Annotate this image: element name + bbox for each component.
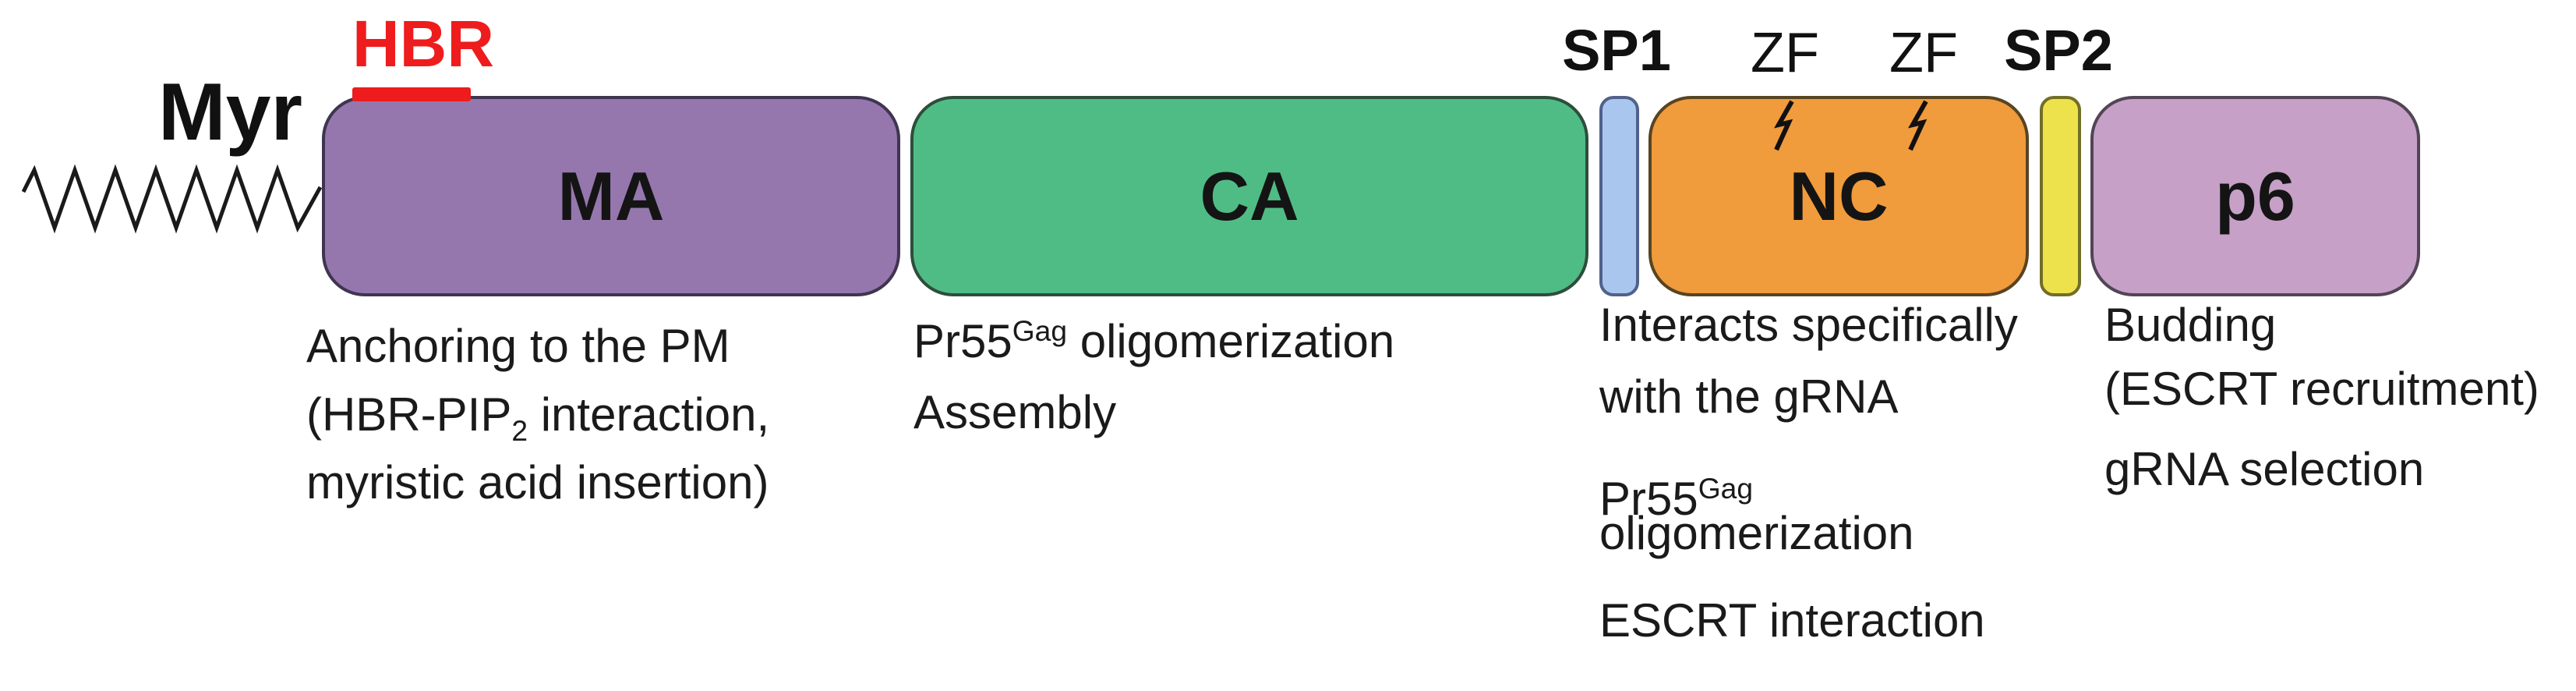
nc-annotation-gag-superscript: Gag: [1698, 472, 1754, 505]
ca-annotation-line-1: Pr55Gag oligomerization: [913, 306, 1394, 367]
domain-box-ma: MA: [322, 96, 900, 296]
nc-annotation-line-3: Pr55Gag: [1599, 463, 1753, 524]
nc-annotation-line-5: ESCRT interaction: [1599, 594, 1985, 647]
ma-annotation-line-2-pre: (HBR-PIP: [306, 388, 512, 441]
ma-annotation-line-2: (HBR-PIP2 interaction,: [306, 390, 769, 455]
domain-box-nc: NC: [1648, 96, 2029, 296]
domain-label-ca: CA: [1200, 157, 1299, 235]
ca-annotation-gag-superscript: Gag: [1012, 314, 1068, 347]
ca-annotation-pr55: Pr55: [913, 315, 1012, 367]
ca-annotation-oligomerization: oligomerization: [1067, 315, 1395, 367]
nc-annotation-line-2: with the gRNA: [1599, 370, 1899, 423]
ma-annotation-line-2-post: interaction,: [528, 388, 770, 441]
ma-annotation-line-2-subscript: 2: [511, 414, 528, 447]
domain-label-p6: p6: [2215, 157, 2295, 235]
zinc-finger-label-2: ZF: [1889, 22, 1958, 84]
ca-annotation-line-2: Assembly: [913, 386, 1117, 438]
hbr-label: HBR: [352, 7, 494, 80]
sp1-label: SP1: [1562, 18, 1671, 83]
sp2-label: SP2: [2004, 18, 2113, 83]
p6-annotation-line-2: (ESCRT recruitment): [2104, 363, 2539, 415]
myr-label: Myr: [158, 67, 302, 158]
domain-box-sp2: [2040, 96, 2081, 296]
ma-annotation-line-3: myristic acid insertion): [306, 456, 769, 509]
lightning-bolt-icon-2: [1908, 100, 1928, 151]
myristic-acid-zigzag: [22, 164, 322, 234]
domain-label-nc: NC: [1789, 157, 1889, 235]
hbr-region-bar: [352, 87, 471, 101]
lightning-bolt-icon-1: [1774, 100, 1794, 151]
nc-annotation-line-4: oligomerization: [1599, 507, 1914, 559]
p6-annotation-line-1: Budding: [2104, 299, 2277, 351]
nc-annotation-pr55: Pr55: [1599, 473, 1698, 525]
ma-annotation-line-1: Anchoring to the PM: [306, 320, 730, 372]
zinc-finger-label-1: ZF: [1751, 22, 1819, 84]
domain-label-ma: MA: [557, 157, 665, 235]
domain-box-ca: CA: [910, 96, 1588, 296]
p6-annotation-line-3: gRNA selection: [2104, 443, 2425, 495]
nc-annotation-line-1: Interacts specifically: [1599, 299, 2018, 351]
domain-box-sp1: [1599, 96, 1639, 296]
domain-box-p6: p6: [2090, 96, 2420, 296]
